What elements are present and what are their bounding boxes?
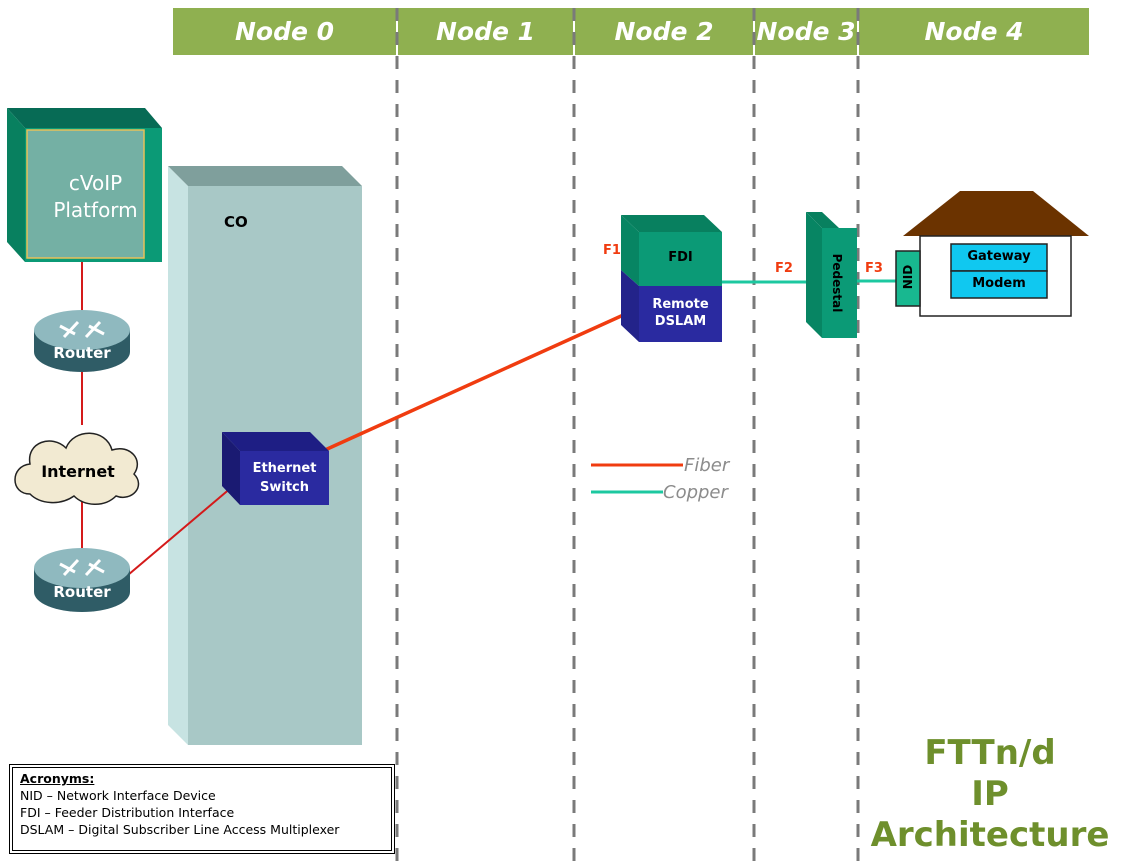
legend-copper-label: Copper [663,482,728,503]
pedestal-label: Pedestal [830,253,844,313]
gateway-label: Gateway [967,249,1031,264]
node-3-label: Node 3 [756,17,856,46]
acronym-dslam: DSLAM – Digital Subscriber Line Access M… [20,822,340,837]
acronym-nid: NID – Network Interface Device [20,788,216,803]
router-top-label: Router [53,344,111,362]
marker-f2: F2 [775,261,793,276]
node-1-label: Node 1 [435,17,536,46]
ethernet-switch-label: Ethernet Switch [252,461,317,495]
fiber-link-switch-dslam [324,310,631,452]
internet-label: Internet [41,462,115,481]
title-line-1: FTTn/d [924,733,1056,773]
house-icon [895,191,1089,317]
marker-f3: F3 [865,261,883,276]
node-0-header: Node 0 [173,8,396,55]
acronym-fdi: FDI – Feeder Distribution Interface [20,805,235,820]
legend-fiber-label: Fiber [684,455,730,476]
ethernet-switch-icon [222,432,329,505]
marker-f1: F1 [603,243,621,258]
nid-label: NID [901,264,915,290]
platform-label: cVoIP Platform [53,171,138,222]
node-0-label: Node 0 [234,17,335,46]
node-3-header: Node 3 [755,8,857,55]
dslam-label: Remote DSLAM [652,297,709,329]
modem-label: Modem [972,276,1026,291]
internet-cloud-icon [14,432,140,505]
node-4-label: Node 4 [924,17,1024,46]
router-bottom-label: Router [53,583,111,601]
node-2-label: Node 2 [614,17,714,46]
pedestal-icon [806,212,857,338]
diagram-title: FTTn/d IP Architecture [860,733,1120,856]
router-bottom-icon [34,548,130,612]
acronyms-heading: Acronyms: [20,771,95,786]
title-line-2: IP [971,774,1009,814]
co-label: CO [224,213,248,231]
title-line-3: Architecture [870,815,1110,855]
node-4-header: Node 4 [859,8,1089,55]
router-top-icon [34,310,130,372]
link-router-switch [127,486,233,576]
fdi-label: FDI [668,250,693,265]
acronyms-box: Acronyms: NID – Network Interface Device… [9,764,395,854]
cvoip-platform-box [7,108,162,262]
node-2-header: Node 2 [575,8,753,55]
fdi-dslam-stack [621,215,722,342]
node-1-header: Node 1 [398,8,573,55]
